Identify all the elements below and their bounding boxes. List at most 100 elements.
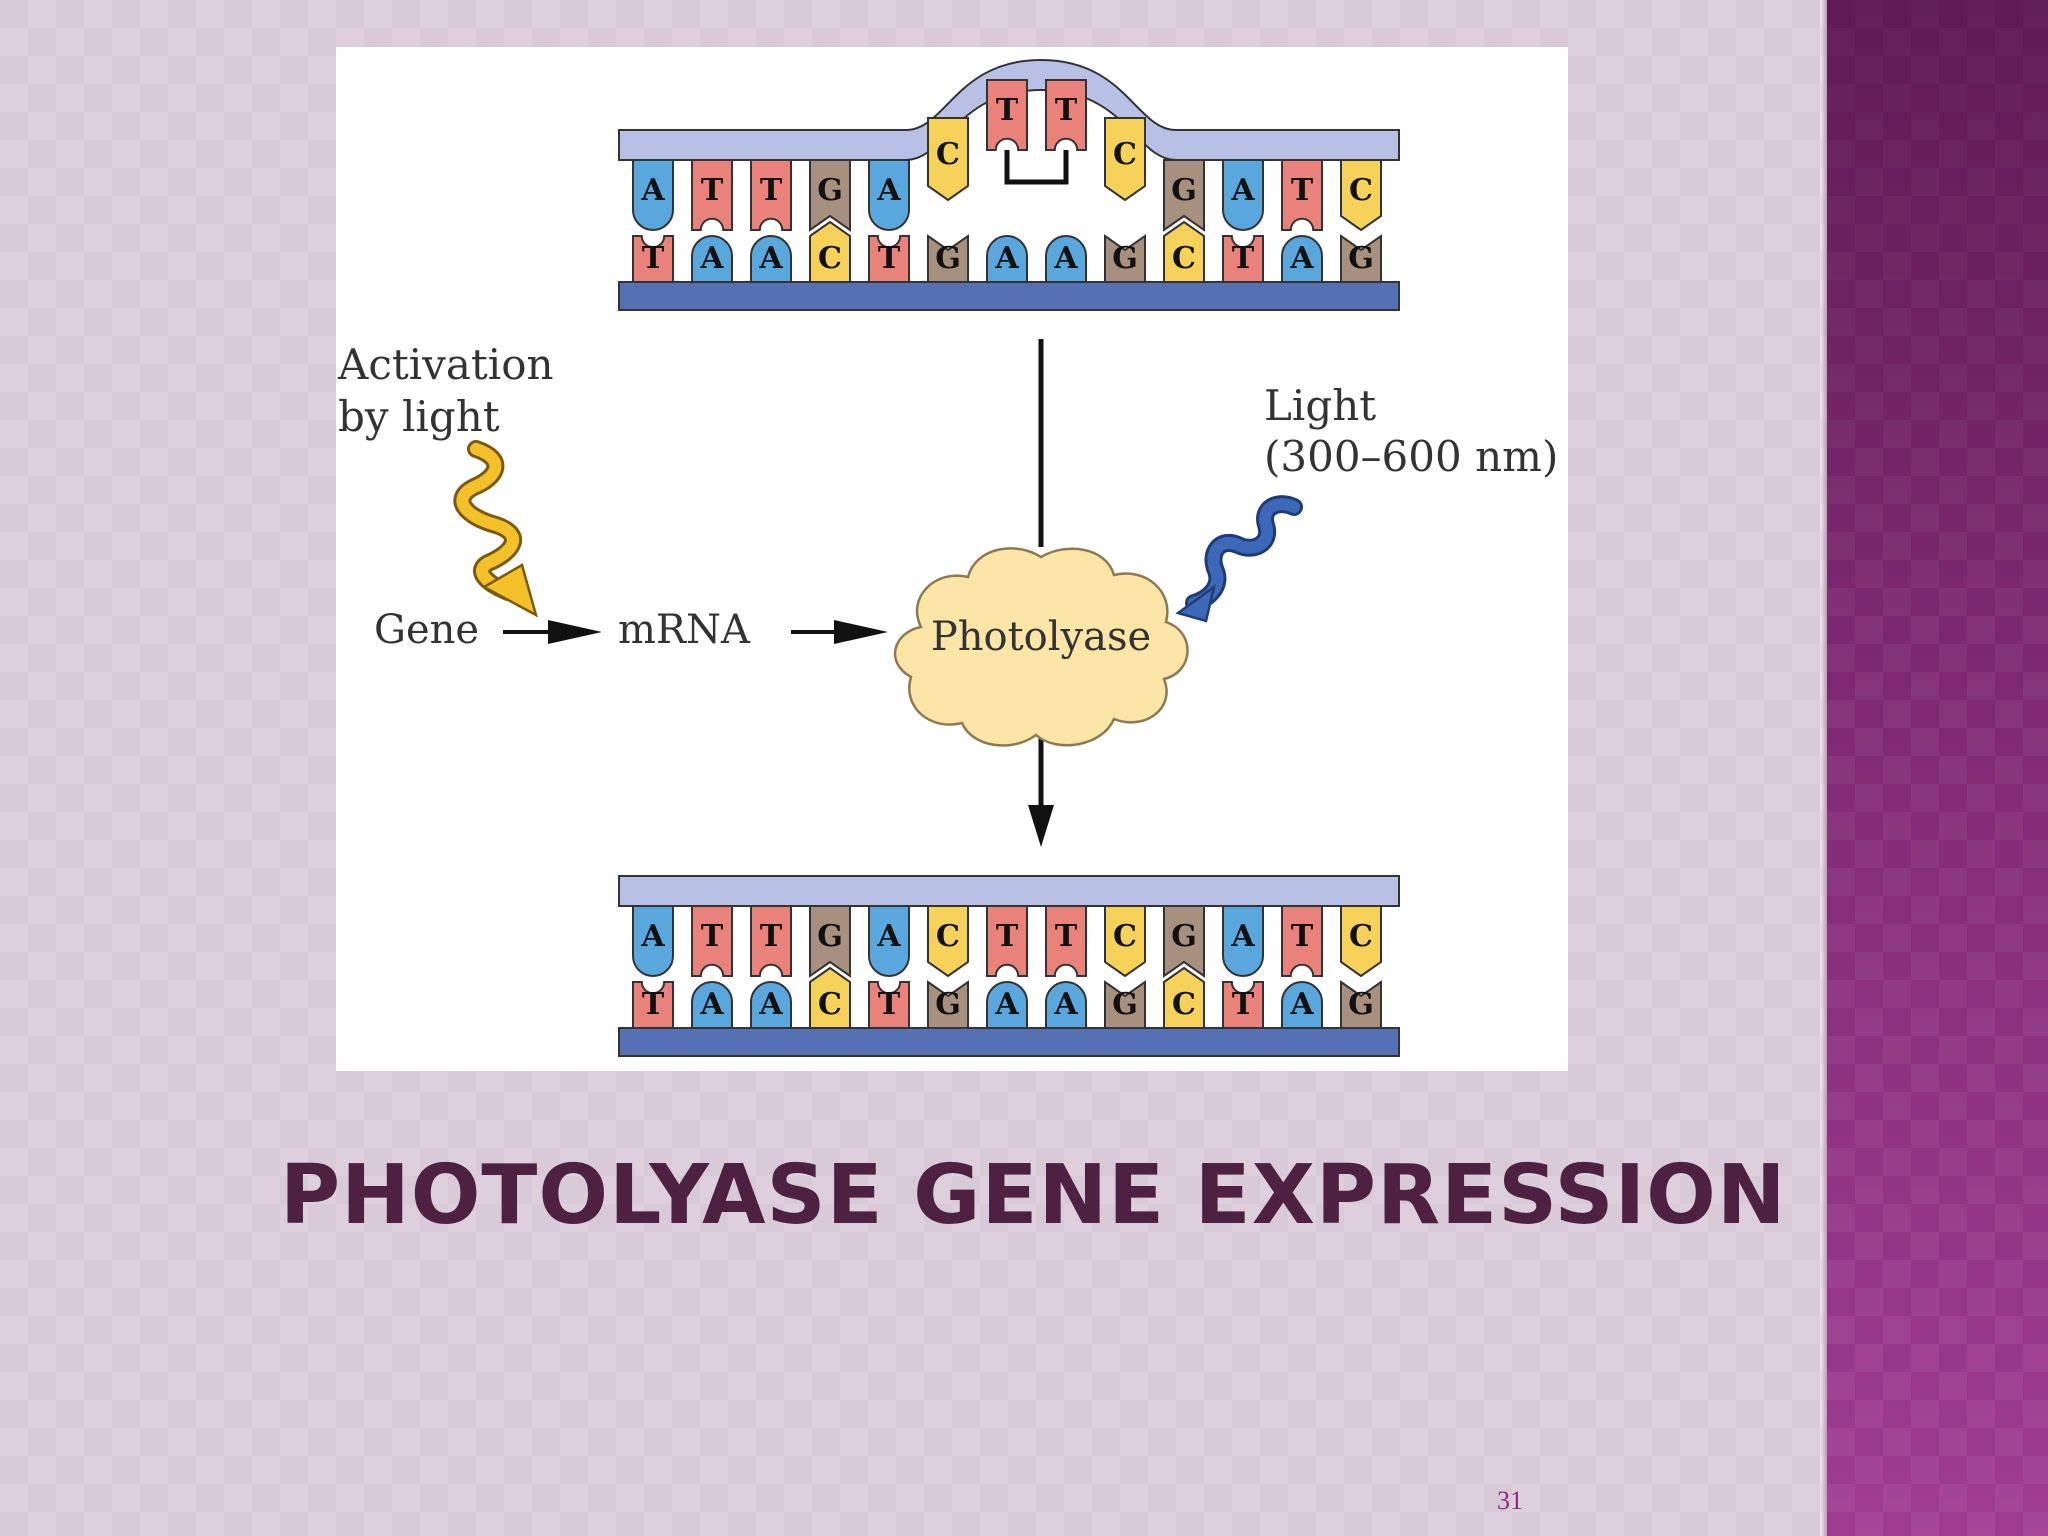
top-base-letter: A bbox=[876, 173, 901, 208]
gene-label: Gene bbox=[374, 607, 479, 653]
bottom-base bbox=[1104, 980, 1146, 1029]
top-base-letter: A bbox=[1230, 919, 1255, 954]
bottom-base-letter: T bbox=[878, 987, 901, 1022]
top-base-letter: C bbox=[1113, 137, 1137, 172]
bottom-base-letter: C bbox=[1172, 241, 1196, 276]
bottom-base-letter: G bbox=[935, 241, 961, 276]
bottom-base bbox=[691, 235, 733, 283]
top-base-letter: T bbox=[1055, 93, 1078, 128]
top-base bbox=[986, 905, 1028, 977]
bottom-base bbox=[632, 981, 674, 1029]
top-base-letter: A bbox=[640, 919, 665, 954]
top-base-letter: G bbox=[817, 173, 843, 208]
bottom-backbone bbox=[618, 281, 1400, 311]
sidebar-edge bbox=[1820, 0, 1830, 1536]
page-number: 31 bbox=[1497, 1486, 1523, 1515]
top-base-letter: T bbox=[996, 919, 1019, 954]
bottom-base-letter: A bbox=[994, 987, 1019, 1022]
slide-title: PHOTOLYASE GENE EXPRESSION bbox=[280, 1148, 1787, 1243]
top-base bbox=[1340, 159, 1382, 232]
top-base-letter: T bbox=[1055, 919, 1078, 954]
bottom-base bbox=[986, 981, 1028, 1029]
top-base bbox=[632, 905, 674, 977]
bottom-base bbox=[1340, 980, 1382, 1029]
top-base bbox=[1222, 159, 1264, 231]
top-base-letter: C bbox=[936, 919, 960, 954]
top-base-letter: G bbox=[1171, 919, 1197, 954]
top-base bbox=[691, 159, 733, 231]
top-backbone bbox=[618, 875, 1400, 907]
top-base bbox=[1281, 905, 1323, 977]
bottom-base bbox=[1222, 235, 1264, 283]
top-base bbox=[1163, 159, 1205, 232]
bottom-base-letter: A bbox=[1053, 241, 1078, 276]
activation-label-line1: Activation bbox=[337, 340, 554, 389]
bottom-base bbox=[1045, 235, 1087, 283]
top-base-letter: T bbox=[1291, 919, 1314, 954]
bottom-base bbox=[1281, 981, 1323, 1029]
bottom-base bbox=[750, 235, 792, 283]
top-base-letter: T bbox=[701, 919, 724, 954]
top-base-letter: A bbox=[640, 173, 665, 208]
top-base-letter: G bbox=[1171, 173, 1197, 208]
thymine-dimer-bond bbox=[1004, 150, 1069, 185]
bottom-base-letter: A bbox=[699, 987, 724, 1022]
top-base bbox=[868, 905, 910, 977]
bottom-base-letter: G bbox=[935, 987, 961, 1022]
top-base bbox=[986, 79, 1028, 151]
top-base bbox=[750, 905, 792, 977]
top-base-letter: T bbox=[760, 173, 783, 208]
top-base bbox=[809, 905, 851, 978]
bottom-base bbox=[1045, 981, 1087, 1029]
bottom-base-letter: T bbox=[642, 987, 665, 1022]
top-base-letter: A bbox=[1230, 173, 1255, 208]
top-base-letter: T bbox=[760, 919, 783, 954]
bottom-base-letter: G bbox=[1112, 241, 1138, 276]
top-base bbox=[1281, 159, 1323, 231]
bottom-base bbox=[1340, 234, 1382, 283]
bottom-base bbox=[1104, 234, 1146, 283]
bottom-base-letter: C bbox=[818, 241, 842, 276]
bottom-base-letter: G bbox=[1348, 241, 1374, 276]
top-base-letter: C bbox=[1349, 173, 1373, 208]
activation-label-line2: by light bbox=[338, 392, 500, 441]
top-base-letter: C bbox=[1113, 919, 1137, 954]
top-backbone bbox=[618, 58, 1400, 161]
bottom-base-letter: A bbox=[1289, 987, 1314, 1022]
top-base-letter: A bbox=[876, 919, 901, 954]
top-base bbox=[691, 905, 733, 977]
top-base bbox=[1222, 905, 1264, 977]
bottom-base bbox=[809, 966, 851, 1029]
top-base bbox=[1340, 905, 1382, 978]
top-base bbox=[1045, 79, 1087, 151]
top-base bbox=[750, 159, 792, 231]
top-base-letter: C bbox=[1349, 919, 1373, 954]
mrna-arrow-head bbox=[834, 620, 888, 644]
top-base bbox=[632, 159, 674, 231]
bottom-base-letter: A bbox=[699, 241, 724, 276]
top-base bbox=[868, 159, 910, 231]
mrna-label: mRNA bbox=[618, 607, 751, 653]
wavy-blue-arrow-icon bbox=[1175, 495, 1303, 623]
bottom-base-letter: A bbox=[758, 241, 783, 276]
top-base-letter: T bbox=[701, 173, 724, 208]
bottom-base-letter: A bbox=[1053, 987, 1078, 1022]
bottom-base bbox=[1222, 981, 1264, 1029]
bottom-base bbox=[1163, 966, 1205, 1029]
bottom-base-letter: A bbox=[1289, 241, 1314, 276]
top-base bbox=[927, 117, 969, 202]
bottom-base bbox=[927, 980, 969, 1029]
photolyase-label: Photolyase bbox=[931, 614, 1151, 660]
top-base bbox=[927, 905, 969, 978]
top-base bbox=[1104, 117, 1146, 202]
bottom-base-letter: T bbox=[1232, 987, 1255, 1022]
bottom-base-letter: C bbox=[818, 987, 842, 1022]
bottom-base bbox=[632, 235, 674, 283]
top-base-letter: T bbox=[996, 93, 1019, 128]
top-base bbox=[1045, 905, 1087, 977]
down-arrow-head bbox=[1028, 805, 1054, 847]
